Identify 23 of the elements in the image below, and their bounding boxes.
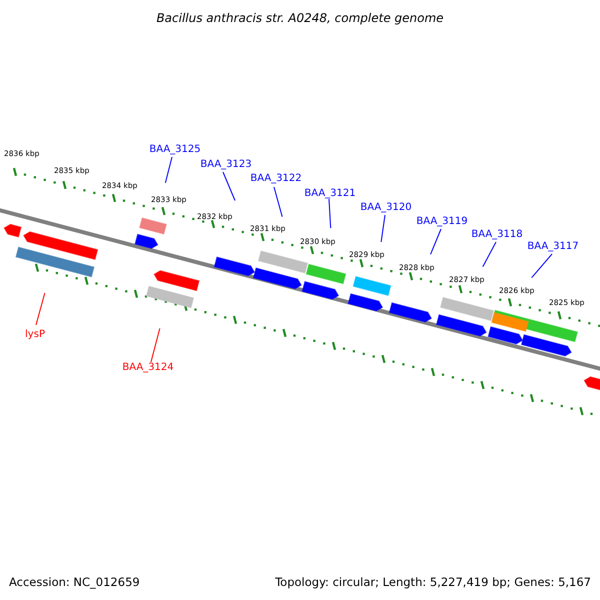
leader-line [328,198,332,229]
gene-label: BAA_3123 [200,160,252,170]
gene-label: BAA_3117 [527,242,579,252]
leader-line [164,156,172,184]
leader-line [150,328,160,362]
leader-line [36,292,46,326]
leader-line [380,214,386,242]
gene-label: BAA_3120 [360,203,412,213]
leader-line [482,242,496,268]
gene-label: lysP [25,330,45,340]
leader-line [274,186,283,218]
gene-label: BAA_3119 [416,217,468,227]
leader-line [222,172,236,201]
gene-label: BAA_3118 [471,230,523,240]
gene-label: BAA_3125 [149,145,201,155]
leader-line [531,254,552,278]
title: Bacillus anthracis str. A0248, complete genome [156,12,444,24]
genome-info-text: Topology: circular; Length: 5,227,419 bp; Genes: 5,167 [275,577,591,588]
gene-label: BAA_3121 [304,189,356,199]
gene-label: BAA_3124 [122,363,174,373]
gene-label: BAA_3122 [250,174,302,184]
leader-line [430,228,442,255]
accession-text: Accession: NC_012659 [9,577,140,588]
